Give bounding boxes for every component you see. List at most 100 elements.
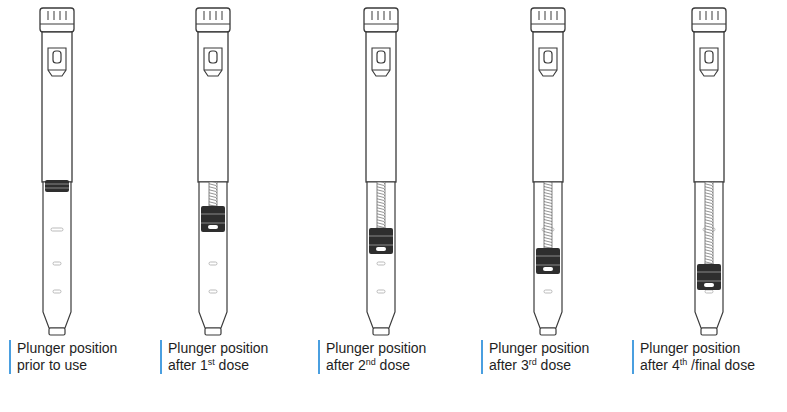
plunger-marker (208, 225, 218, 229)
knob-edge (364, 24, 398, 25)
window-edge (372, 70, 390, 71)
pen-body (42, 32, 72, 182)
knob-ridge (60, 11, 61, 20)
dose-indicator (544, 51, 552, 63)
plunger-rib (536, 256, 560, 257)
knob-edge (692, 24, 726, 25)
knob-ridge (204, 11, 205, 20)
knob-ridge (700, 11, 701, 20)
scale-mark (53, 262, 61, 265)
dose-knob (692, 8, 726, 32)
needle-hub (205, 328, 221, 335)
dose-indicator (53, 51, 61, 63)
knob-ridge (551, 11, 552, 20)
knob-ridge (718, 11, 719, 20)
dose-knob (531, 8, 565, 32)
plunger (201, 206, 225, 232)
dose-knob (364, 8, 398, 32)
needle-hub (540, 328, 556, 335)
threaded-rod (544, 182, 552, 248)
scale-mark (377, 262, 385, 265)
pen-body (366, 32, 396, 182)
plunger-rib (45, 188, 69, 189)
window-edge (539, 70, 557, 71)
needle-hub (701, 328, 717, 335)
scale-mark (209, 290, 217, 293)
plunger-rib (697, 281, 721, 282)
knob-edge (40, 24, 74, 25)
knob-ridge (390, 11, 391, 20)
knob-ridge (216, 11, 217, 20)
dose-indicator (377, 51, 385, 63)
caption: Plunger position after 3rd dose (481, 340, 614, 374)
plunger-rib (536, 265, 560, 266)
injection-pen (196, 8, 230, 335)
knob-ridge (210, 11, 211, 20)
knob-ridge (372, 11, 373, 20)
pen-body (694, 32, 724, 182)
pen-body (533, 32, 563, 182)
threaded-rod (705, 182, 713, 264)
caption: Plunger position after 2nd dose (318, 340, 451, 374)
plunger-rib (201, 223, 225, 224)
dose-window (372, 48, 390, 76)
scale-mark (51, 228, 63, 231)
injection-pen (40, 8, 74, 335)
knob-edge (531, 24, 565, 25)
plunger-rib (45, 184, 69, 185)
pen-body (198, 32, 228, 182)
plunger-rib (201, 214, 225, 215)
caption: Plunger position after 4th /final dose (632, 340, 765, 374)
dose-knob (196, 8, 230, 32)
knob-ridge (539, 11, 540, 20)
plunger-marker (376, 247, 386, 251)
knob-ridge (384, 11, 385, 20)
knob-ridge (378, 11, 379, 20)
knob-ridge (545, 11, 546, 20)
plunger-rib (369, 236, 393, 237)
dose-window (48, 48, 66, 76)
plunger (697, 264, 721, 290)
window-edge (204, 70, 222, 71)
scale-mark (53, 290, 61, 293)
scale-mark (209, 262, 217, 265)
plunger (45, 180, 69, 192)
dose-indicator (209, 51, 217, 63)
plunger (369, 228, 393, 254)
cartridge-holder (534, 182, 562, 328)
dose-indicator (705, 51, 713, 63)
knob-ridge (557, 11, 558, 20)
scale-mark (705, 290, 713, 293)
knob-ridge (706, 11, 707, 20)
cartridge-holder (695, 182, 723, 328)
window-edge (700, 70, 718, 71)
knob-ridge (222, 11, 223, 20)
plunger-rib (697, 272, 721, 273)
scale-mark (377, 290, 385, 293)
knob-ridge (712, 11, 713, 20)
plunger-rib (369, 245, 393, 246)
caption: Plunger position prior to use (9, 340, 142, 374)
needle-hub (373, 328, 389, 335)
cartridge-holder (43, 182, 71, 328)
cartridge-holder (199, 182, 227, 328)
caption: Plunger position after 1st dose (160, 340, 293, 374)
injection-pen (692, 8, 726, 335)
scale-mark (544, 290, 552, 293)
knob-ridge (66, 11, 67, 20)
dose-knob (40, 8, 74, 32)
needle-hub (49, 328, 65, 335)
dose-window (204, 48, 222, 76)
injection-pen (364, 8, 398, 335)
plunger-marker (543, 267, 553, 271)
plunger-marker (704, 283, 714, 287)
dose-window (539, 48, 557, 76)
threaded-rod (209, 182, 217, 206)
window-edge (48, 70, 66, 71)
threaded-rod (377, 182, 385, 228)
plunger (536, 248, 560, 274)
knob-ridge (48, 11, 49, 20)
cartridge-holder (367, 182, 395, 328)
knob-ridge (54, 11, 55, 20)
injection-pen (531, 8, 565, 335)
